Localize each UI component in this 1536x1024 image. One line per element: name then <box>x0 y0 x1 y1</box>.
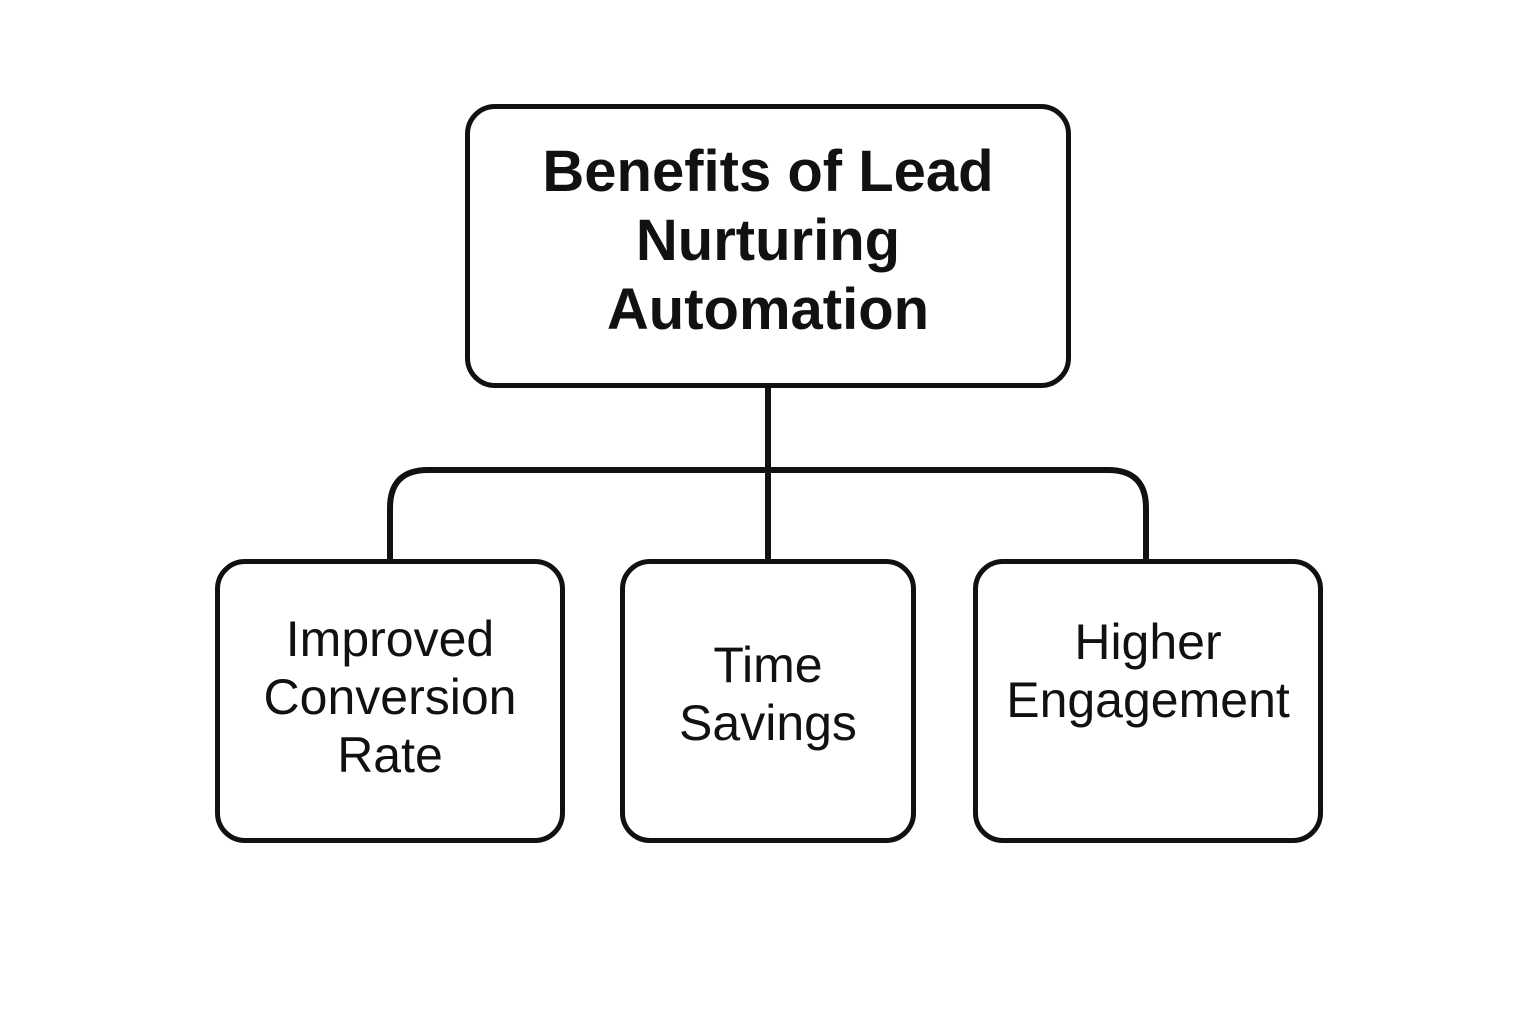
child-node-label: Time Savings <box>679 636 857 751</box>
child-node-improved-conversion-rate: Improved Conversion Rate <box>215 559 565 843</box>
root-node-label: Benefits of Lead Nurturing Automation <box>542 138 994 342</box>
root-node: Benefits of Lead Nurturing Automation <box>465 104 1071 388</box>
child-node-time-savings: Time Savings <box>620 559 916 843</box>
child-node-higher-engagement: Higher Engagement <box>973 559 1323 843</box>
child-node-label: Improved Conversion Rate <box>263 611 517 783</box>
child-node-label: Higher Engagement <box>1006 614 1290 728</box>
branch-bar-line <box>387 467 1149 559</box>
